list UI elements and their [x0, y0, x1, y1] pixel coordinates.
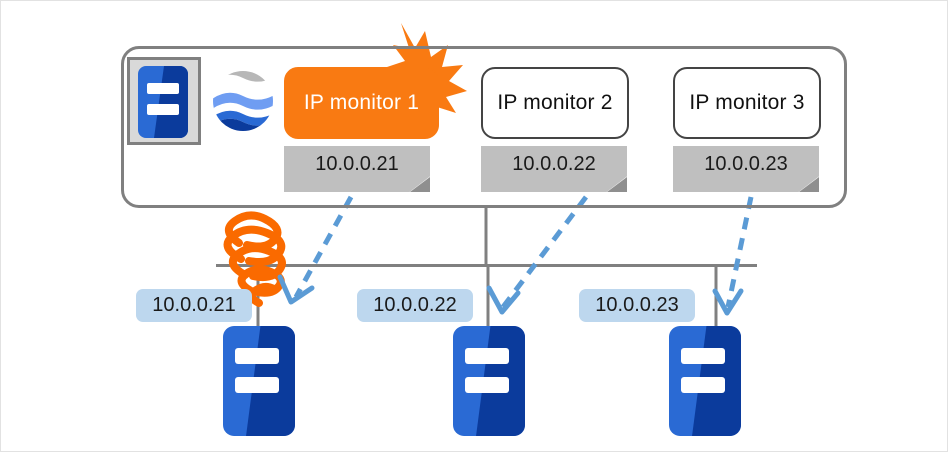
link-fault-scribble-icon: [223, 211, 286, 307]
ip-monitor-1-pill[interactable]: IP monitor 1: [284, 67, 439, 139]
manager-server-icon: [138, 66, 188, 138]
ip-monitor-2-address: 10.0.0.22: [512, 153, 596, 175]
ip-monitor-2-pill[interactable]: IP monitor 2: [481, 67, 629, 139]
ip-monitor-2-address-tag: 10.0.0.22: [481, 146, 627, 192]
node-1-server-icon: [223, 326, 295, 436]
server-icon-bar: [681, 348, 725, 364]
node-3-server-icon: [669, 326, 741, 436]
arrow-monitor-1-to-node-1-shaft: [293, 195, 354, 299]
node-3-address: 10.0.0.23: [595, 294, 679, 316]
server-icon-bar: [465, 377, 509, 393]
arrow-monitor-2-to-node-2-head: [486, 285, 521, 315]
manager-server-frame: [127, 57, 201, 145]
arrow-monitor-2-to-node-2-shaft: [501, 195, 588, 309]
node-2-address: 10.0.0.22: [373, 294, 457, 316]
ip-monitor-1-label: IP monitor 1: [303, 91, 420, 114]
node-1-address: 10.0.0.21: [152, 294, 236, 316]
ip-monitor-3-address: 10.0.0.23: [704, 153, 788, 175]
node-2-address-label: 10.0.0.22: [357, 289, 473, 322]
globe-icon: [213, 71, 273, 131]
ip-monitor-1-address: 10.0.0.21: [315, 153, 399, 175]
server-icon-bar: [681, 377, 725, 393]
ip-monitor-3-label: IP monitor 3: [689, 91, 805, 114]
node-1-address-label: 10.0.0.21: [136, 289, 252, 322]
ip-monitor-3-address-tag: 10.0.0.23: [673, 146, 819, 192]
tag-fold-corners: [410, 177, 819, 192]
node-3-address-label: 10.0.0.23: [579, 289, 695, 322]
node-2-server-icon: [453, 326, 525, 436]
ip-monitor-1-address-tag: 10.0.0.21: [284, 146, 430, 192]
server-icon-bar: [465, 348, 509, 364]
arrow-monitor-3-to-node-3-head: [712, 288, 744, 316]
ip-monitor-2-label: IP monitor 2: [497, 91, 613, 114]
ip-monitor-3-pill[interactable]: IP monitor 3: [673, 67, 821, 139]
server-icon-bar: [235, 348, 279, 364]
monitor-container: [121, 46, 847, 208]
server-icon-shade: [154, 66, 188, 138]
arrow-monitor-1-to-node-1-head: [277, 274, 315, 305]
server-icon-bar: [147, 104, 179, 115]
server-icon-bar: [147, 83, 179, 94]
arrow-monitor-3-to-node-3-shaft: [725, 196, 754, 308]
server-icon-bar: [235, 377, 279, 393]
